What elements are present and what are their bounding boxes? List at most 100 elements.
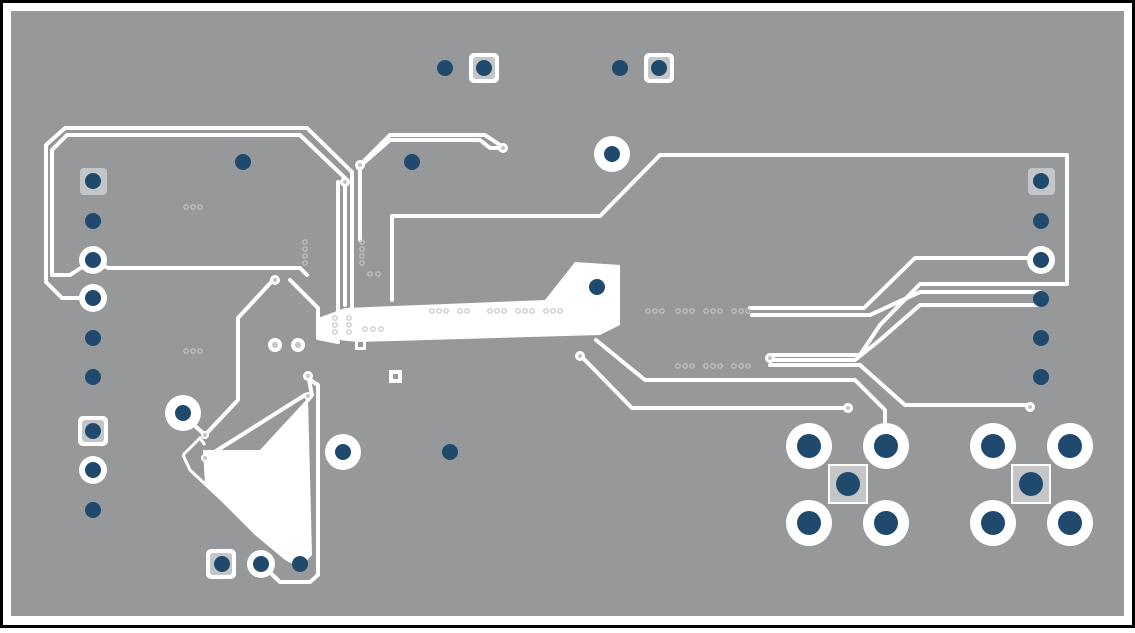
test-point (389, 370, 402, 383)
micro-via (703, 363, 709, 369)
micro-via (550, 308, 556, 314)
round-pad (1047, 423, 1093, 469)
micro-via (543, 308, 549, 314)
trace (750, 290, 1042, 317)
round-pad (79, 284, 107, 312)
micro-via (367, 271, 373, 277)
round-pad (325, 434, 361, 470)
micro-via (375, 271, 381, 277)
micro-via (443, 308, 449, 314)
round-pad (970, 500, 1016, 546)
through-hole (437, 60, 453, 76)
micro-via (464, 308, 470, 314)
micro-via (362, 326, 368, 332)
zone-outline (181, 454, 301, 567)
trace (181, 276, 277, 437)
micro-via (370, 326, 376, 332)
micro-via (682, 363, 688, 369)
round-pad (79, 456, 107, 484)
small-via (268, 338, 282, 352)
micro-via (703, 308, 709, 314)
square-pad (644, 53, 674, 83)
through-hole (442, 444, 458, 460)
micro-via (359, 260, 365, 266)
micro-via (682, 308, 688, 314)
power-zone (203, 398, 312, 568)
through-hole (85, 330, 101, 346)
through-hole (404, 154, 420, 170)
micro-via (689, 363, 695, 369)
trace (260, 378, 320, 584)
micro-via (197, 348, 203, 354)
through-hole (85, 369, 101, 385)
square-pad (828, 464, 868, 504)
micro-via (457, 308, 463, 314)
round-pad (165, 395, 201, 431)
through-hole (235, 154, 251, 170)
micro-via (689, 308, 695, 314)
square-pad (1011, 464, 1051, 504)
small-via (1025, 402, 1035, 412)
square-pad (1028, 168, 1055, 195)
square-pad (78, 416, 108, 446)
micro-via (332, 315, 338, 321)
round-pad (786, 500, 832, 546)
micro-via (745, 308, 751, 314)
trace (578, 353, 850, 410)
trace (748, 256, 1042, 310)
micro-via (710, 363, 716, 369)
micro-via (359, 253, 365, 259)
micro-via (190, 204, 196, 210)
small-via (270, 275, 280, 285)
through-hole (589, 279, 605, 295)
small-via-layer (201, 143, 1035, 462)
trace (203, 393, 307, 460)
micro-via (652, 308, 658, 314)
micro-via (346, 329, 352, 335)
trace (390, 153, 1069, 357)
micro-via (302, 253, 308, 259)
micro-via (738, 363, 744, 369)
through-hole (85, 502, 101, 518)
micro-via (745, 363, 751, 369)
micro-via (529, 308, 535, 314)
micro-via (302, 239, 308, 245)
micro-via (717, 363, 723, 369)
micro-via (332, 329, 338, 335)
power-zone (318, 262, 620, 342)
micro-via (332, 322, 338, 328)
small-via (201, 454, 209, 462)
trace (594, 338, 887, 442)
micro-via (346, 322, 352, 328)
micro-via (346, 315, 352, 321)
micro-via (501, 308, 507, 314)
square-pad (206, 549, 236, 579)
through-hole-layer (85, 60, 1049, 572)
zone-outline (181, 436, 207, 457)
round-pad (863, 500, 909, 546)
trace (288, 278, 340, 344)
micro-via (731, 363, 737, 369)
micro-via (494, 308, 500, 314)
trace (768, 303, 1042, 362)
trace (356, 138, 507, 170)
small-via (843, 403, 853, 413)
micro-via (183, 348, 189, 354)
micro-via (197, 204, 203, 210)
through-hole (1033, 291, 1049, 307)
small-via (291, 338, 305, 352)
micro-via (429, 308, 435, 314)
micro-via (302, 246, 308, 252)
micro-via (359, 239, 365, 245)
trace (50, 133, 347, 307)
micro-via (710, 308, 716, 314)
micro-via (731, 308, 737, 314)
micro-via (359, 246, 365, 252)
micro-via (738, 308, 744, 314)
small-via (765, 353, 775, 363)
micro-via (522, 308, 528, 314)
small-via (201, 431, 209, 439)
square-pad (469, 53, 499, 83)
